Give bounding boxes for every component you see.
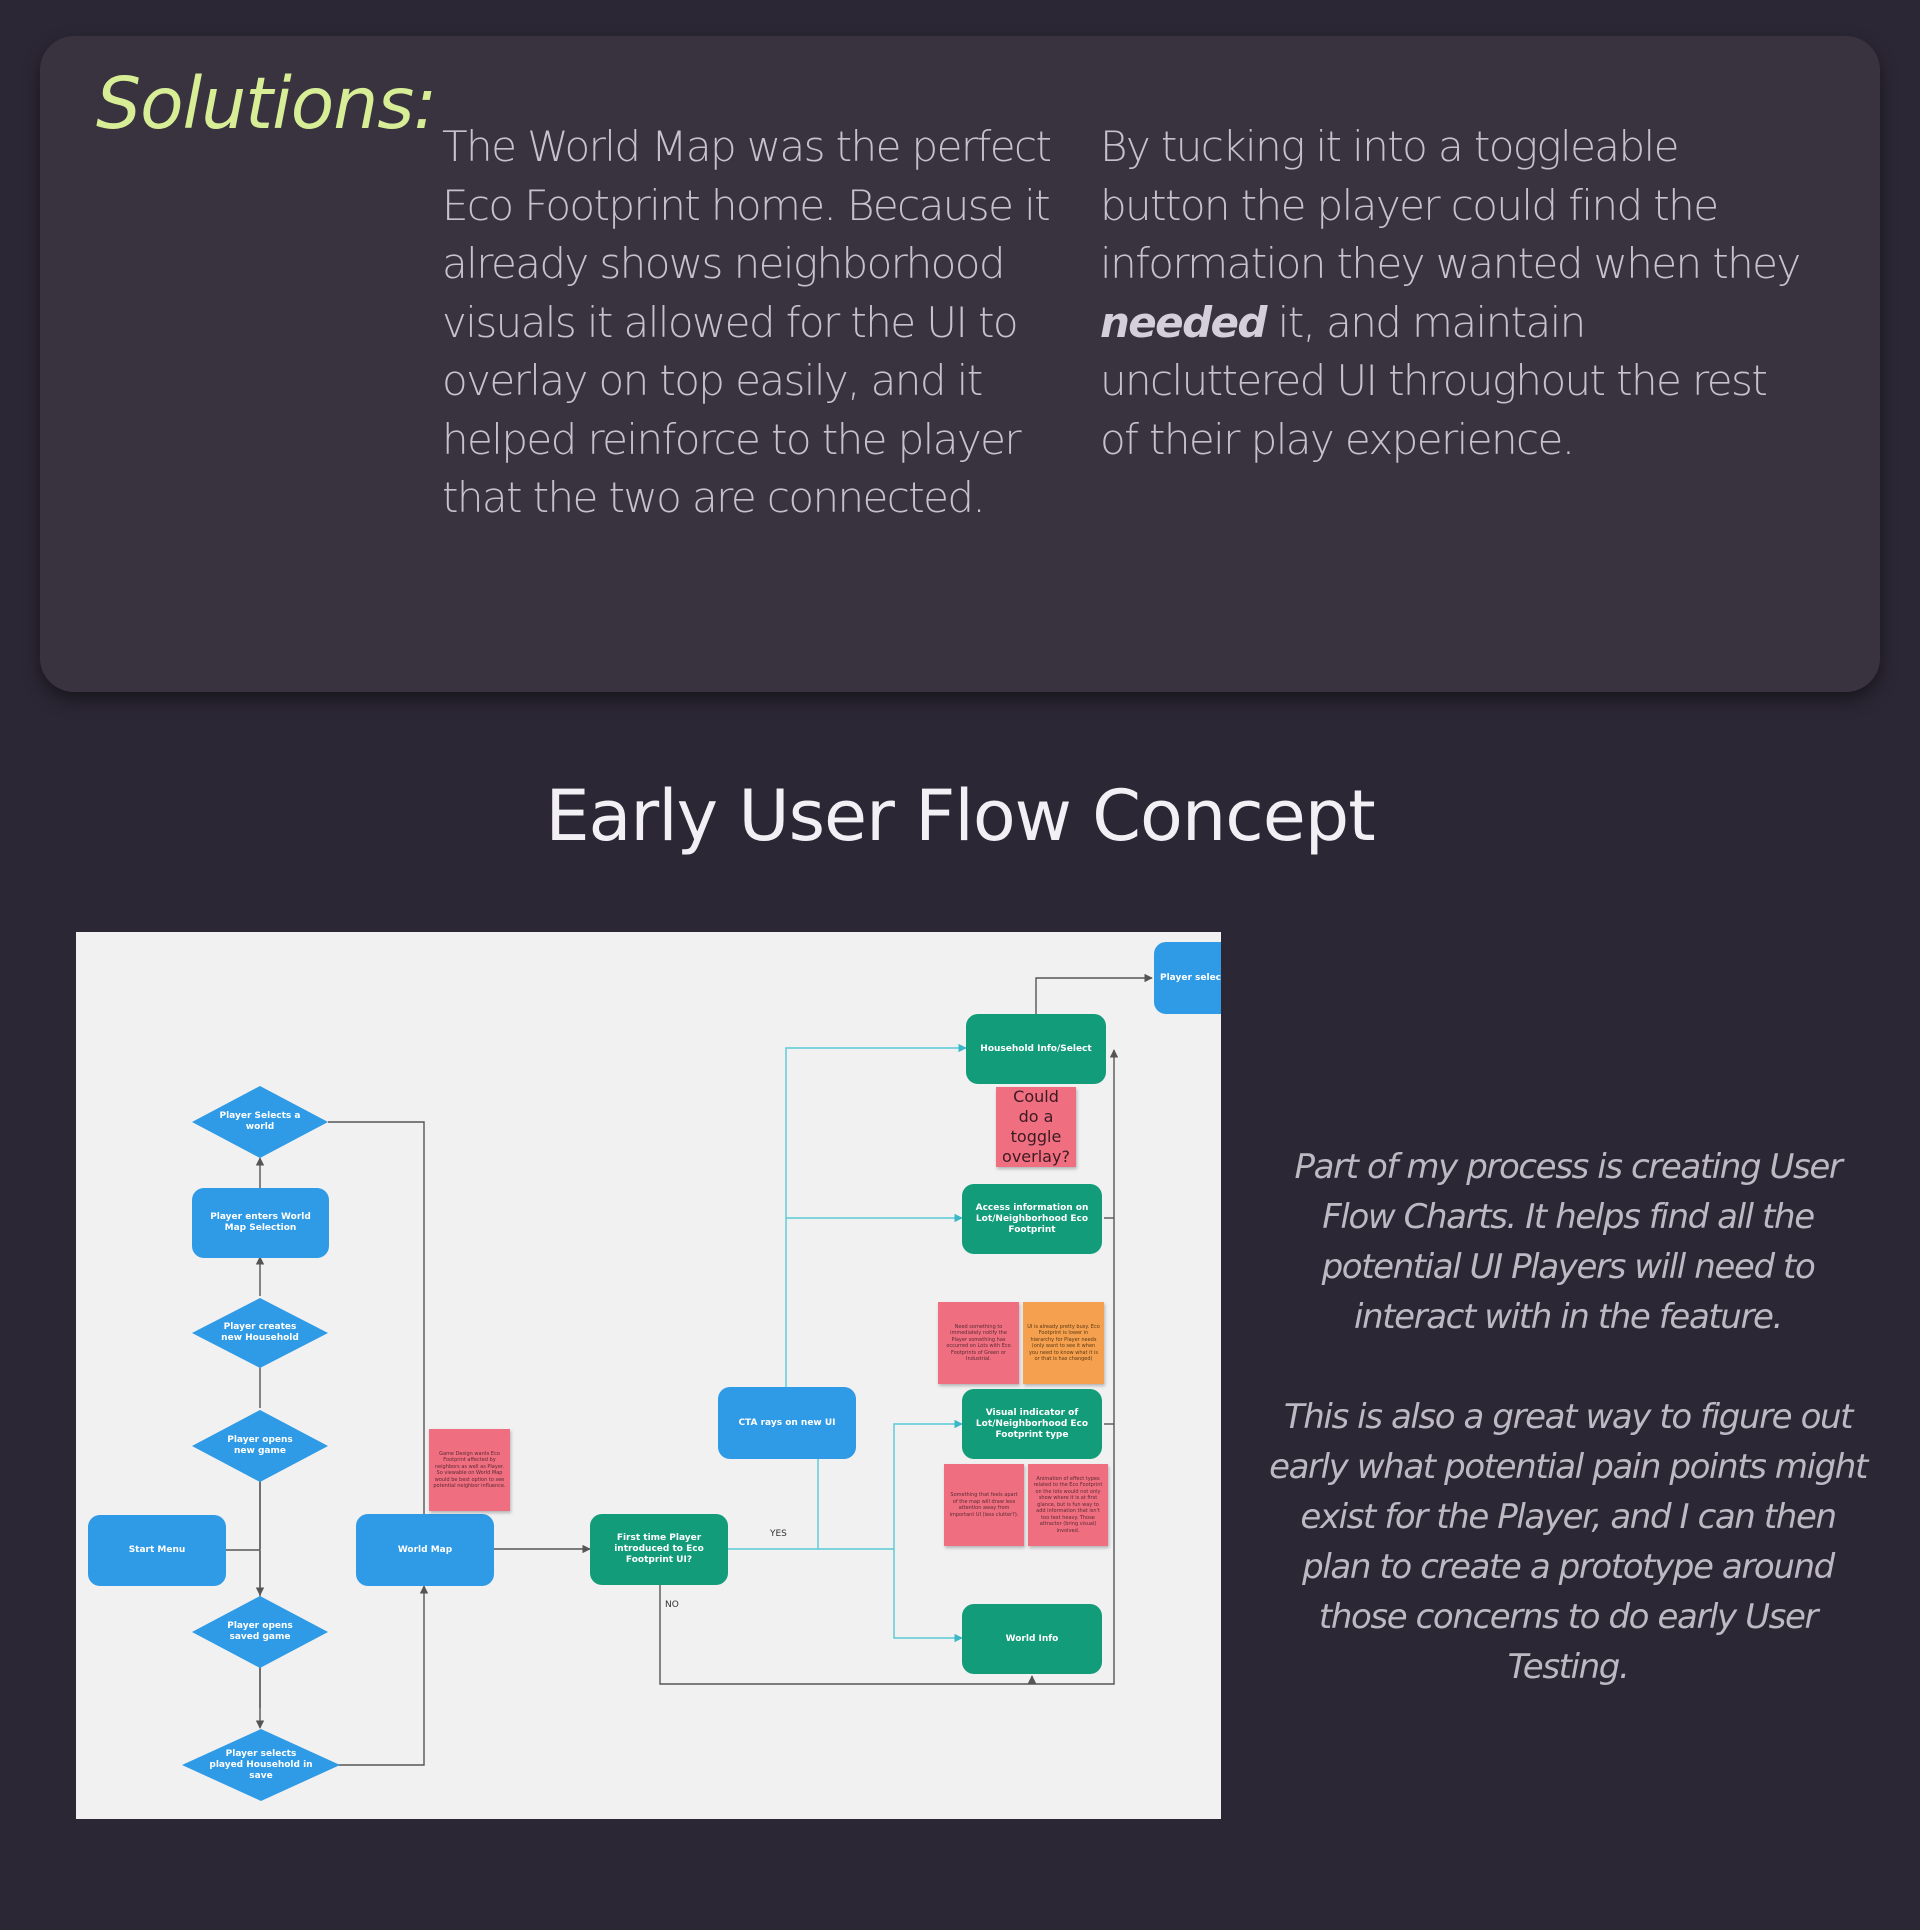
process-visual-indicator: Visual indicator of Lot/Neighborhood Eco… bbox=[962, 1389, 1102, 1459]
edge-label-yes: YES bbox=[770, 1529, 787, 1539]
decision-label: Player opens new game bbox=[227, 1435, 293, 1456]
connector-no-loop bbox=[659, 1049, 1119, 1685]
decision-label: Player opens saved game bbox=[227, 1621, 293, 1642]
diamond-shape bbox=[192, 1410, 328, 1482]
solutions-card bbox=[40, 36, 1880, 692]
connector-cta-to-household bbox=[785, 1043, 967, 1396]
decision-player-selects-played-household: Player selects played Household in save bbox=[182, 1729, 340, 1801]
solutions-title: Solutions: bbox=[96, 62, 437, 145]
decision-label: Player selects played Household in save bbox=[209, 1748, 313, 1781]
decision-label: Player Selects a world bbox=[219, 1111, 301, 1132]
user-flow-chart: Player Selects a world Player enters Wor… bbox=[76, 932, 1221, 1819]
diamond-shape bbox=[192, 1596, 328, 1668]
connector-to-visual bbox=[893, 1419, 963, 1549]
sticky-note-need-notify: Need something to immediately notify the… bbox=[938, 1302, 1019, 1384]
sticky-note-game-design: Game Design wants Eco Footprint affected… bbox=[429, 1429, 510, 1511]
decision-player-opens-saved-game: Player opens saved game bbox=[192, 1596, 328, 1668]
process-cta-rays: CTA rays on new UI bbox=[718, 1387, 856, 1459]
process-world-map: World Map bbox=[356, 1514, 494, 1586]
connector-household-to-player-select bbox=[1035, 973, 1153, 1018]
paragraph-2-text-end: it, and maintain uncluttered UI througho… bbox=[1100, 297, 1768, 464]
paragraph-2-text-start: By tucking it into a toggleable button t… bbox=[1100, 122, 1801, 288]
process-start-menu: Start Menu bbox=[88, 1515, 226, 1586]
process-player-enters-world-map: Player enters World Map Selection bbox=[192, 1188, 329, 1258]
emphasis-needed: needed bbox=[1100, 297, 1267, 347]
process-household-info-select: Household Info/Select bbox=[966, 1014, 1106, 1084]
sticky-note-ui-busy: UI is already pretty busy. Eco Footprint… bbox=[1023, 1302, 1104, 1384]
connector-world-to-world-map bbox=[328, 1121, 429, 1533]
connector-household-save-to-world-map bbox=[338, 1585, 429, 1766]
process-first-time-intro: First time Player introduced to Eco Foot… bbox=[590, 1514, 728, 1585]
flow-section-heading: Early User Flow Concept bbox=[545, 775, 1375, 857]
sticky-note-animation: Animation of effect types related to the… bbox=[1028, 1464, 1108, 1546]
diamond-shape bbox=[192, 1298, 328, 1368]
solutions-paragraph-2: By tucking it into a toggleable button t… bbox=[1100, 118, 1801, 469]
decision-player-opens-new-game: Player opens new game bbox=[192, 1410, 328, 1482]
edge-label-no: NO bbox=[665, 1600, 679, 1610]
sticky-note-toggle-overlay: Could do a toggle overlay? bbox=[996, 1087, 1076, 1167]
side-paragraph-1: Part of my process is creating User Flow… bbox=[1294, 1147, 1843, 1337]
diamond-shape bbox=[182, 1729, 340, 1801]
connector-first-time-to-world-info bbox=[728, 1548, 963, 1643]
decision-player-creates-household: Player creates new Household bbox=[192, 1298, 328, 1368]
decision-player-selects-world: Player Selects a world bbox=[192, 1086, 328, 1158]
solutions-paragraph-1: The World Map was the perfect Eco Footpr… bbox=[442, 122, 1052, 522]
process-world-info: World Info bbox=[962, 1604, 1102, 1674]
side-paragraph-2: This is also a great way to figure out e… bbox=[1269, 1397, 1868, 1687]
sticky-note-feels-apart: Something that feels apart of the map wi… bbox=[944, 1464, 1024, 1546]
process-player-select-cut: Player selec bbox=[1154, 942, 1221, 1014]
decision-label: Player creates new Household bbox=[221, 1322, 299, 1343]
process-access-information: Access information on Lot/Neighborhood E… bbox=[962, 1184, 1102, 1254]
diamond-shape bbox=[192, 1086, 328, 1158]
